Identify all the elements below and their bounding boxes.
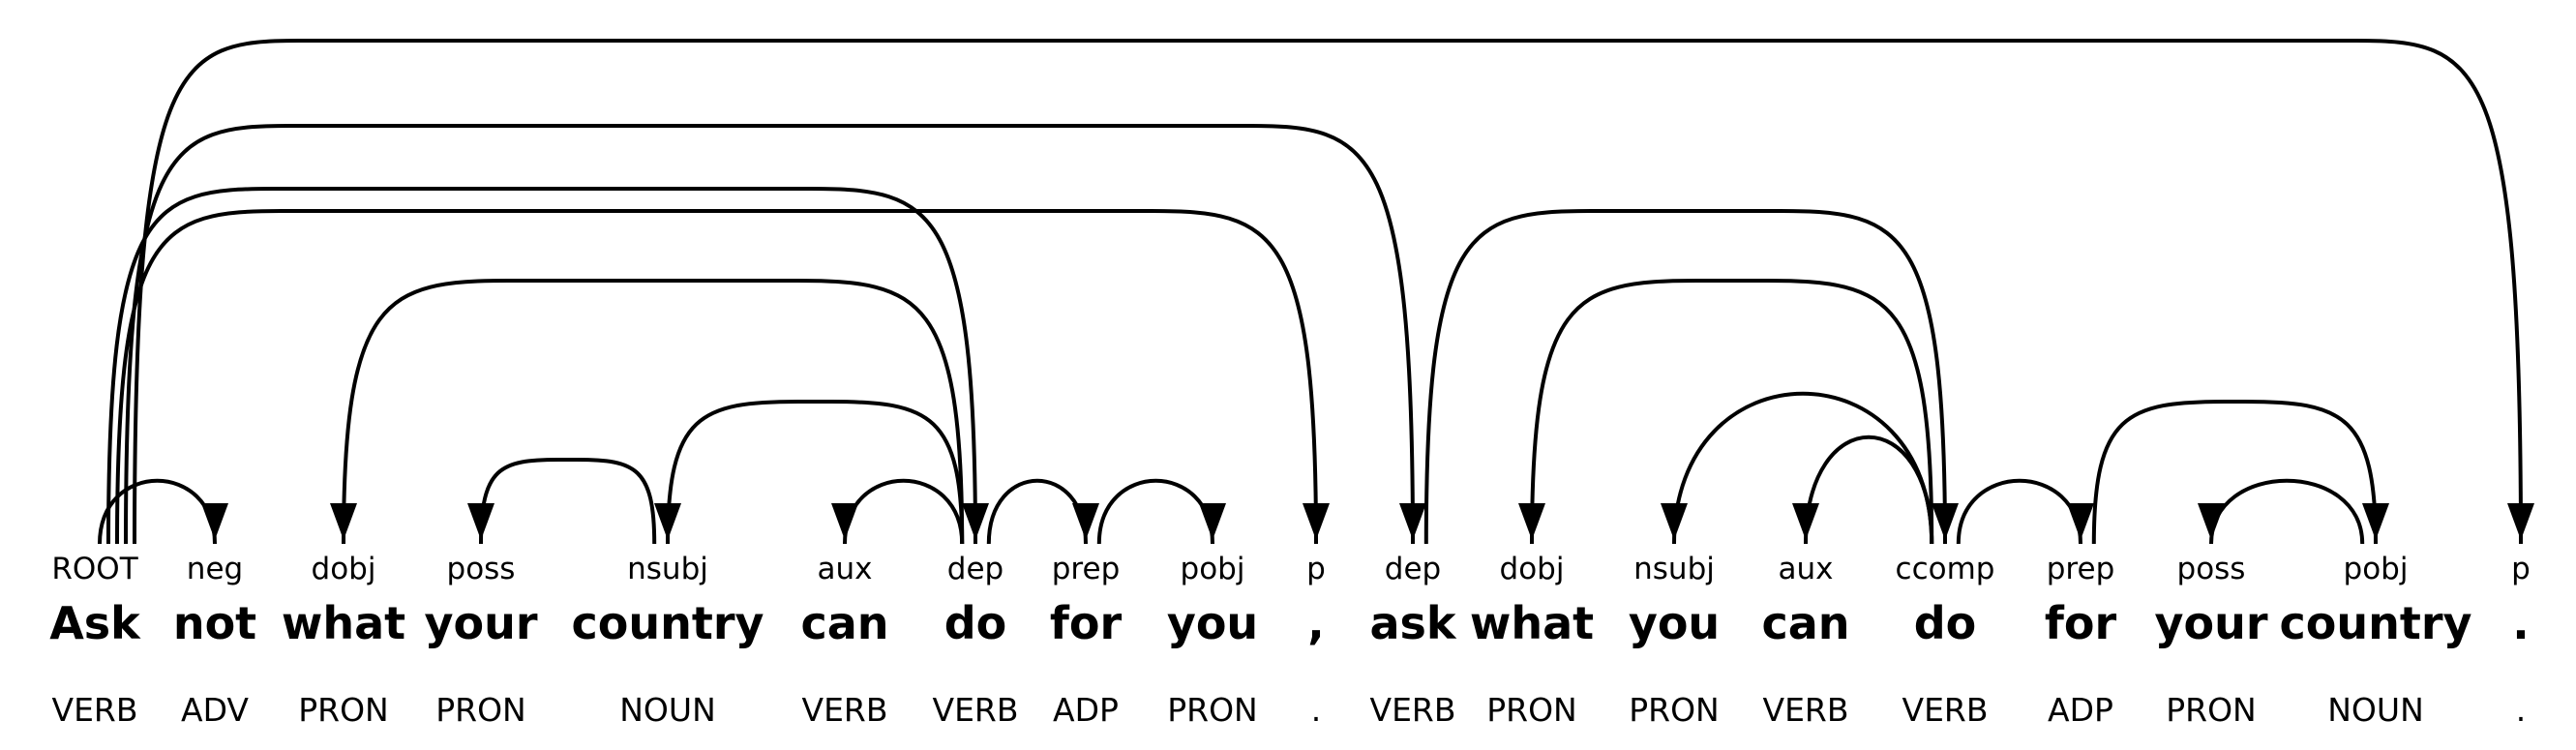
- token-word[interactable]: you: [1167, 597, 1258, 649]
- token-word[interactable]: ,: [1307, 597, 1324, 649]
- dependency-label: p: [2511, 552, 2531, 586]
- dependency-arc-aux[interactable]: [1804, 435, 1934, 545]
- token-pos-tag: VERB: [933, 691, 1019, 729]
- dependency-arrowhead: [1661, 503, 1688, 540]
- token-word[interactable]: your: [2154, 597, 2267, 649]
- dependency-arrowhead: [1072, 503, 1099, 540]
- token-pos-tag: .: [1311, 691, 1322, 729]
- dependency-arc-dobj[interactable]: [342, 279, 965, 545]
- token-word[interactable]: do: [944, 597, 1007, 649]
- dependency-arc-ccomp[interactable]: [1423, 209, 1947, 545]
- dependency-arc-dobj[interactable]: [1530, 279, 1934, 545]
- token-pos-tag: PRON: [1167, 691, 1258, 729]
- dependency-label: dep: [1385, 552, 1441, 586]
- dependency-label: dobj: [1500, 552, 1565, 586]
- token-word[interactable]: for: [1050, 597, 1123, 649]
- dependency-label: poss: [2177, 552, 2246, 586]
- dependency-label-root: ROOT: [51, 552, 138, 586]
- arcs-layer: [98, 39, 2534, 545]
- token-word[interactable]: your: [424, 597, 537, 649]
- dependency-arrowhead: [962, 503, 989, 540]
- dependency-arrowhead: [831, 503, 858, 540]
- dependency-arc-pobj[interactable]: [1096, 478, 1214, 545]
- dependency-arrowhead: [330, 503, 357, 540]
- dependency-arrowhead: [1199, 503, 1226, 540]
- dependency-arc-poss[interactable]: [2209, 478, 2365, 545]
- token-pos-tag: PRON: [1486, 691, 1577, 729]
- token-word[interactable]: for: [2045, 597, 2117, 649]
- dependency-arrowhead: [2362, 503, 2389, 540]
- token-word[interactable]: ask: [1369, 597, 1456, 649]
- dependency-arc-pobj[interactable]: [2091, 400, 2378, 545]
- token-pos-tag: ADP: [1053, 691, 1119, 729]
- dependency-label: neg: [187, 552, 243, 586]
- dependency-label: aux: [818, 552, 873, 586]
- dependency-arrowhead: [2067, 503, 2094, 540]
- token-pos-tag: VERB: [1370, 691, 1456, 729]
- dependency-arrowhead: [2198, 503, 2225, 540]
- dependency-arrowhead: [1303, 503, 1330, 540]
- dependency-arrowhead: [1518, 503, 1545, 540]
- token-pos-tag: VERB: [1902, 691, 1989, 729]
- tags-layer: VERB ADV PRON PRON NOUN VERB VERB ADP PRON. VERB P…: [52, 691, 2527, 729]
- token-word[interactable]: do: [1914, 597, 1977, 649]
- dependency-arrowhead: [654, 503, 681, 540]
- dependency-label: pobj: [1181, 552, 1245, 586]
- token-pos-tag: .: [2516, 691, 2527, 729]
- dependency-arc-p[interactable]: [115, 209, 1318, 545]
- dependency-arc-aux[interactable]: [843, 478, 965, 545]
- dependency-arrowhead: [201, 503, 228, 540]
- token-pos-tag: PRON: [435, 691, 526, 729]
- dependency-arc-poss[interactable]: [479, 458, 657, 545]
- token-word[interactable]: .: [2512, 597, 2529, 649]
- token-word[interactable]: what: [1470, 597, 1594, 649]
- token-pos-tag: NOUN: [619, 691, 716, 729]
- dependency-arc-dep[interactable]: [106, 187, 977, 545]
- token-word[interactable]: country: [571, 597, 764, 649]
- dependency-label: poss: [447, 552, 516, 586]
- token-pos-tag: ADP: [2048, 691, 2113, 729]
- dependency-label: aux: [1779, 552, 1834, 586]
- dependency-arrowhead: [467, 503, 494, 540]
- dependency-arrowhead: [1792, 503, 1819, 540]
- dependency-arc-prep[interactable]: [986, 478, 1088, 545]
- dependency-label: prep: [2047, 552, 2115, 586]
- token-pos-tag: PRON: [298, 691, 389, 729]
- token-word[interactable]: you: [1629, 597, 1720, 649]
- token-word[interactable]: Ask: [49, 597, 141, 649]
- dependency-arrowhead: [2507, 503, 2534, 540]
- dependency-label: dep: [947, 552, 1003, 586]
- dependency-arc-prep[interactable]: [1956, 478, 2082, 545]
- dependency-label: ccomp: [1896, 552, 1995, 586]
- dependency-label: pobj: [2344, 552, 2409, 586]
- token-pos-tag: VERB: [802, 691, 888, 729]
- token-word[interactable]: can: [800, 597, 888, 649]
- dependency-arc-dep[interactable]: [124, 124, 1415, 545]
- dependency-label: dobj: [312, 552, 376, 586]
- dependency-arrowhead: [1399, 503, 1426, 540]
- token-pos-tag: VERB: [1763, 691, 1849, 729]
- dependency-label: p: [1306, 552, 1326, 586]
- labels-layer: neg dobj poss nsubj aux dep prep pobj p dep dobj ns…: [51, 552, 2530, 586]
- dependency-arrowhead: [1932, 503, 1959, 540]
- token-word[interactable]: can: [1761, 597, 1849, 649]
- token-pos-tag: VERB: [52, 691, 138, 729]
- token-word[interactable]: not: [173, 597, 256, 649]
- dependency-arc-nsubj[interactable]: [666, 400, 965, 545]
- dependency-label: prep: [1052, 552, 1121, 586]
- dependency-arc-p[interactable]: [133, 39, 2523, 545]
- token-word[interactable]: country: [2279, 597, 2471, 649]
- token-pos-tag: PRON: [1629, 691, 1720, 729]
- token-word[interactable]: what: [282, 597, 405, 649]
- token-pos-tag: PRON: [2166, 691, 2257, 729]
- token-pos-tag: ADV: [181, 691, 249, 729]
- dependency-label: nsubj: [627, 552, 708, 586]
- dependency-label: nsubj: [1633, 552, 1715, 586]
- token-pos-tag: NOUN: [2327, 691, 2424, 729]
